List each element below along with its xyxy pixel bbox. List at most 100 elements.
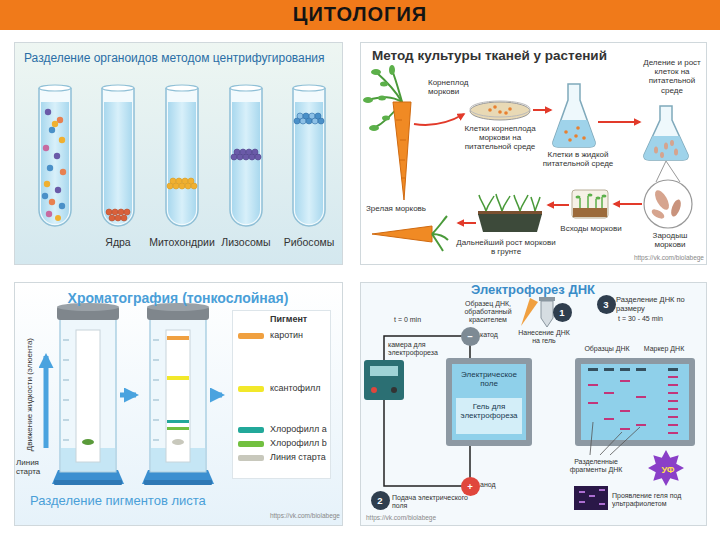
petri-dish bbox=[470, 101, 530, 120]
panel: Метод культуры тканей у растений bbox=[360, 42, 706, 264]
electrophoresis-chamber bbox=[668, 424, 678, 426]
embryo-zoom bbox=[644, 180, 692, 228]
leader-line bbox=[590, 422, 640, 455]
uv-gel-photo bbox=[574, 486, 608, 510]
soil-tray bbox=[514, 195, 520, 211]
electrophoresis-chamber bbox=[668, 432, 678, 434]
pigment-swatch bbox=[238, 386, 264, 392]
pigment-swatch bbox=[238, 333, 264, 339]
carrot-root bbox=[380, 82, 388, 87]
organelle-particles bbox=[42, 109, 324, 221]
petri-dish bbox=[470, 102, 530, 120]
part-label: Ядра bbox=[85, 236, 151, 248]
organelle-particles bbox=[46, 211, 52, 217]
power-supply bbox=[391, 387, 397, 393]
soil-tray bbox=[478, 214, 542, 232]
centrifuge-tubes bbox=[102, 85, 134, 226]
mature-carrot bbox=[372, 216, 448, 251]
organelle-particles bbox=[234, 149, 240, 155]
carrot-root bbox=[363, 97, 373, 103]
electrophoresis-chamber bbox=[620, 428, 630, 430]
culture-flask bbox=[564, 126, 586, 142]
power-supply bbox=[370, 366, 398, 376]
culture-flask bbox=[660, 152, 664, 158]
part-label: анод bbox=[480, 481, 510, 489]
electrophoresis-chamber bbox=[446, 358, 532, 446]
title-bar bbox=[0, 0, 720, 30]
legend-text: Хлорофилл b bbox=[270, 438, 327, 449]
wire bbox=[384, 336, 463, 360]
part-label: Разделенные фрагменты ДНК bbox=[558, 458, 634, 474]
centrifuge-tubes bbox=[293, 85, 325, 226]
electrophoresis-chamber bbox=[636, 424, 646, 426]
part-label: Маркер ДНК bbox=[636, 345, 692, 353]
organelle-particles bbox=[44, 181, 50, 187]
title-bar bbox=[0, 0, 720, 30]
circle-label: 1 bbox=[553, 303, 572, 322]
culture-flask bbox=[553, 84, 595, 147]
mature-carrot bbox=[372, 226, 432, 242]
culture-flask bbox=[664, 143, 668, 150]
seedling-jar bbox=[580, 196, 602, 208]
axis-note: Движение жидкости (элюента) bbox=[25, 338, 34, 451]
organelle-particles bbox=[167, 178, 197, 189]
petri-dish bbox=[488, 105, 512, 115]
organelle-particles bbox=[309, 113, 315, 119]
culture-flask bbox=[568, 138, 572, 142]
culture-flask bbox=[644, 106, 688, 160]
electrophoresis-chamber bbox=[588, 402, 598, 404]
embryo-zoom bbox=[650, 207, 666, 220]
petri-dish bbox=[493, 105, 497, 109]
soil-tray bbox=[496, 194, 502, 211]
part-label: t = 0 min bbox=[394, 316, 444, 324]
soil-tray bbox=[478, 194, 542, 232]
circle-label: + bbox=[461, 477, 480, 496]
electrophoresis-chamber bbox=[604, 368, 614, 371]
seedling-jar bbox=[588, 194, 593, 197]
part-label: Линия старта bbox=[16, 458, 52, 476]
culture-flask bbox=[564, 130, 568, 134]
organelle-particles bbox=[106, 209, 112, 215]
electrophoresis-chamber bbox=[452, 364, 526, 440]
organelle-particles bbox=[182, 178, 188, 184]
organelle-particles bbox=[252, 149, 258, 155]
part-label: Зародыш моркови bbox=[636, 231, 704, 249]
organelle-particles bbox=[170, 178, 176, 184]
part-label: t = 30 - 45 min bbox=[618, 315, 688, 323]
organelle-particles bbox=[297, 113, 303, 119]
electrophoresis-chamber bbox=[668, 408, 678, 410]
soil-tray bbox=[479, 194, 540, 211]
legend-text: Хлорофилл a bbox=[270, 424, 327, 435]
chromatography-cylinder bbox=[52, 303, 214, 485]
uv-gel-photo bbox=[579, 490, 605, 504]
embryo-zoom bbox=[669, 198, 683, 218]
power-supply bbox=[364, 360, 404, 400]
embryo-zoom bbox=[656, 161, 680, 182]
electrophoresis-chamber bbox=[588, 376, 678, 434]
carrot-root bbox=[392, 70, 402, 102]
seedling-jar bbox=[596, 197, 601, 200]
chromatography-cylinder bbox=[82, 439, 94, 445]
culture-flask bbox=[644, 136, 688, 160]
panel-background bbox=[15, 283, 343, 526]
part-label: Всходы моркови bbox=[556, 224, 626, 233]
circle-label: 2 bbox=[371, 491, 390, 510]
seedling-jar bbox=[602, 195, 607, 198]
organelle-particles bbox=[246, 149, 252, 155]
centrifuge-tubes bbox=[39, 85, 71, 226]
chromatography-cylinder bbox=[172, 439, 184, 445]
electrophoresis-chamber bbox=[588, 368, 678, 371]
culture-flask bbox=[654, 147, 658, 154]
chromatography-cylinder bbox=[167, 420, 189, 423]
part-label: Гель для электрофореза bbox=[452, 402, 526, 420]
sample-tube bbox=[521, 297, 555, 327]
seedling-jar bbox=[572, 190, 608, 218]
organelle-particles bbox=[57, 117, 63, 123]
part-label: Зрелая морковь bbox=[366, 204, 438, 213]
process-arrow bbox=[614, 203, 642, 205]
part-label: Лизосомы bbox=[213, 236, 279, 248]
panel-heading: Разделение органоидов методом центрифуги… bbox=[24, 52, 336, 66]
carrot-root bbox=[382, 116, 390, 121]
panel-background bbox=[15, 43, 343, 265]
part-label: Клетки корнеплода моркови на питательной… bbox=[458, 124, 542, 152]
